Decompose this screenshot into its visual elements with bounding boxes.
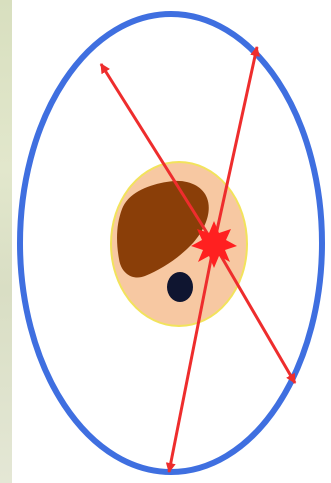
- dark-spot-icon: [167, 272, 193, 302]
- radiation-arrow-icon: [214, 244, 295, 383]
